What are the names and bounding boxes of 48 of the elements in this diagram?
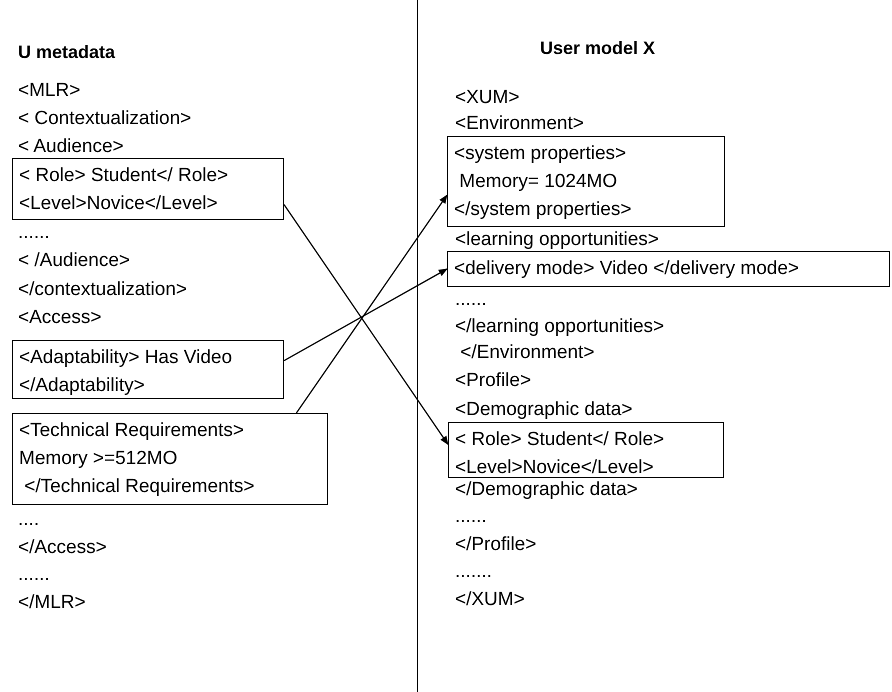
xml-tag: <XUM> xyxy=(455,87,520,109)
xml-tag: <Profile> xyxy=(455,370,532,392)
xml-tag: </learning opportunities> xyxy=(455,316,664,338)
xml-tag: </Environment> xyxy=(455,342,594,364)
ellipsis: ...... xyxy=(18,222,50,244)
ellipsis: ....... xyxy=(455,561,492,583)
xml-tag: </MLR> xyxy=(18,592,86,614)
ellipsis: ...... xyxy=(455,506,487,528)
highlight-box xyxy=(447,136,725,227)
highlight-box xyxy=(12,158,284,220)
xml-tag: < Contextualization> xyxy=(18,108,192,130)
xml-tag: <Level>Novice</Level> xyxy=(455,454,723,482)
highlight-box xyxy=(448,422,724,478)
xml-tag: </XUM> xyxy=(455,589,525,611)
arrow xyxy=(284,268,448,362)
xml-tag: <Level>Novice</Level> xyxy=(19,190,283,218)
xml-tag: < Role> Student</ Role> xyxy=(19,162,283,190)
xml-tag: <Technical Requirements> xyxy=(19,417,327,445)
xml-tag: Memory= 1024MO xyxy=(454,168,724,196)
xml-tag: </Profile> xyxy=(455,534,536,556)
xml-tag: <learning opportunities> xyxy=(455,229,659,251)
xml-tag: Memory >=512MO xyxy=(19,445,327,473)
xml-tag: </contextualization> xyxy=(18,279,188,301)
ellipsis: ...... xyxy=(18,564,50,586)
xml-tag: </Adaptability> xyxy=(19,372,283,400)
arrow xyxy=(283,204,449,446)
xml-tag: < Audience> xyxy=(18,136,124,158)
arrow xyxy=(296,194,448,414)
highlight-box xyxy=(12,340,284,399)
column-heading: User model X xyxy=(540,37,656,59)
xml-tag: <Demographic data> xyxy=(455,399,632,421)
highlight-box xyxy=(447,251,890,287)
ellipsis: ...... xyxy=(455,289,487,311)
xml-tag: </Access> xyxy=(18,537,107,559)
xml-tag: <Access> xyxy=(18,307,102,329)
xml-tag: <Adaptability> Has Video xyxy=(19,344,283,372)
xml-tag: <Environment> xyxy=(455,113,584,135)
xml-tag: < /Audience> xyxy=(18,250,130,272)
xml-tag: <delivery mode> Video </delivery mode> xyxy=(454,255,889,283)
xml-tag: </Technical Requirements> xyxy=(19,473,327,501)
ellipsis: .... xyxy=(18,509,40,531)
column-heading: U metadata xyxy=(18,41,116,63)
xml-tag: <system properties> xyxy=(454,140,724,168)
highlight-box xyxy=(12,413,328,505)
xml-tag: </Demographic data> xyxy=(455,479,638,501)
xml-tag: </system properties> xyxy=(454,196,724,224)
xml-tag: < Role> Student</ Role> xyxy=(455,426,723,454)
xml-tag: <MLR> xyxy=(18,80,80,102)
